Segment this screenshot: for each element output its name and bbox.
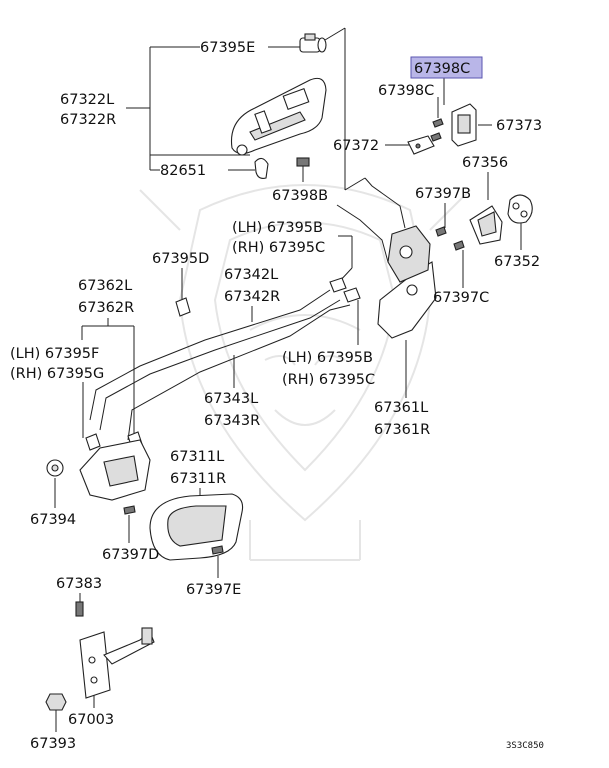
label-67342R[interactable]: 67342R <box>224 289 280 305</box>
label-67362R[interactable]: 67362R <box>78 300 134 316</box>
label-67395C-rh-top[interactable]: (RH) 67395C <box>232 240 325 256</box>
label-67342L[interactable]: 67342L <box>224 267 278 283</box>
label-67343L[interactable]: 67343L <box>204 391 258 407</box>
label-67397B[interactable]: 67397B <box>415 186 471 202</box>
inside-handle-bracket <box>79 439 151 501</box>
leader-lines <box>54 27 522 732</box>
highlighted-part-box[interactable] <box>410 56 483 79</box>
label-67393[interactable]: 67393 <box>30 736 76 752</box>
door-lock-actuator-67361 <box>377 225 437 339</box>
label-67398C[interactable]: 67398C <box>378 83 434 99</box>
shim-67372 <box>407 135 435 155</box>
label-67322R[interactable]: 67322R <box>60 112 116 128</box>
label-67356[interactable]: 67356 <box>462 155 508 171</box>
inside-handle-67311 <box>149 493 244 561</box>
label-67383[interactable]: 67383 <box>56 576 102 592</box>
label-67395G-rh[interactable]: (RH) 67395G <box>10 366 104 382</box>
label-67395E[interactable]: 67395E <box>200 40 255 56</box>
screws-67397D-E <box>123 505 224 555</box>
outside-handle-assembly <box>230 77 327 156</box>
pin-67383 <box>75 601 84 617</box>
label-67322L[interactable]: 67322L <box>60 92 114 108</box>
lock-cylinder-cap <box>299 33 327 53</box>
label-67362L[interactable]: 67362L <box>78 278 132 294</box>
label-67395B-lh-mid[interactable]: (LH) 67395B <box>282 350 373 366</box>
label-67395F-lh[interactable]: (LH) 67395F <box>10 346 99 362</box>
label-67395B-lh-top[interactable]: (LH) 67395B <box>232 220 323 236</box>
gasket-82651 <box>254 157 269 179</box>
latch-67356 <box>469 205 503 245</box>
label-67398C-highlighted[interactable]: 67398C <box>414 61 470 77</box>
rod-clip-67395D <box>175 297 191 317</box>
label-67398B[interactable]: 67398B <box>272 188 328 204</box>
label-67311R[interactable]: 67311R <box>170 471 226 487</box>
screws-67398C <box>430 118 444 142</box>
label-67397C[interactable]: 67397C <box>433 290 489 306</box>
label-67395C-rh-mid[interactable]: (RH) 67395C <box>282 372 375 388</box>
door-check-67003 <box>79 627 155 699</box>
label-67003[interactable]: 67003 <box>68 712 114 728</box>
label-67397D[interactable]: 67397D <box>102 547 159 563</box>
label-67361R[interactable]: 67361R <box>374 422 430 438</box>
screw-67398B <box>296 157 310 176</box>
lock-rods <box>89 177 406 441</box>
label-67311L[interactable]: 67311L <box>170 449 224 465</box>
label-67397E[interactable]: 67397E <box>186 582 241 598</box>
label-67352[interactable]: 67352 <box>494 254 540 270</box>
bumper-67352 <box>507 194 533 224</box>
bolts-67397 <box>435 226 465 251</box>
label-67395D[interactable]: 67395D <box>152 251 209 267</box>
nut-67393 <box>45 693 67 711</box>
label-67361L[interactable]: 67361L <box>374 400 428 416</box>
label-82651[interactable]: 82651 <box>160 163 206 179</box>
diagram-code: 3S3C850 <box>506 741 544 751</box>
label-67373[interactable]: 67373 <box>496 118 542 134</box>
watermark-emblem <box>139 184 471 561</box>
rod-clips-67395B-C <box>329 277 361 303</box>
striker-67373 <box>451 103 477 147</box>
label-67394[interactable]: 67394 <box>30 512 76 528</box>
label-67372[interactable]: 67372 <box>333 138 379 154</box>
part-labels: 67395E 67322L 67322R 82651 67398B 67398C… <box>10 40 544 752</box>
screw-67394 <box>46 459 64 477</box>
label-67343R[interactable]: 67343R <box>204 413 260 429</box>
